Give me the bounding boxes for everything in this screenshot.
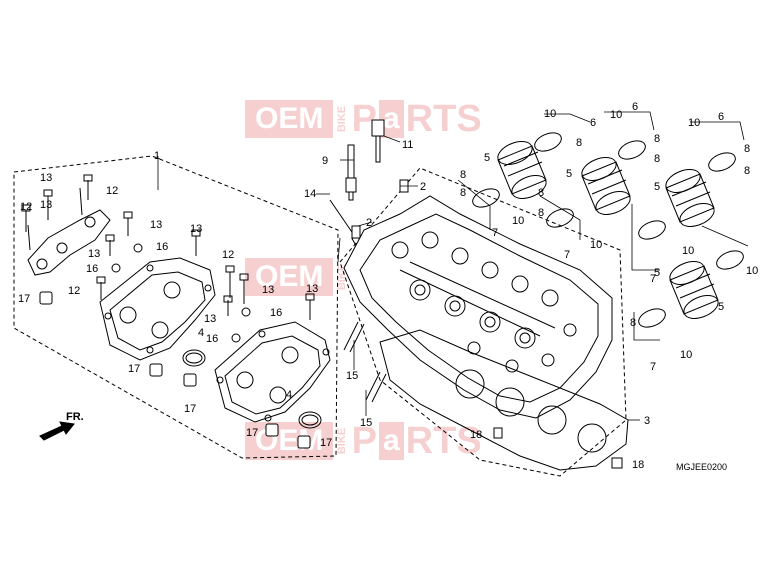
cylinder-head [343,195,613,419]
leader-lines [157,111,749,421]
label-13b: 13 [40,199,52,211]
callout-labels: 1 2 2 3 4 4 5 5 5 5 5 6 6 6 7 7 7 7 8 8 … [18,101,758,472]
label-17b: 17 [128,363,140,375]
label-8i: 8 [538,207,544,219]
label-7b: 7 [564,249,570,261]
dowel-18a [493,427,503,439]
label-5e: 5 [718,301,724,313]
label-16a: 16 [156,241,168,253]
front-arrow-icon [39,421,75,441]
label-12c: 12 [68,285,80,297]
spark-plug [345,144,357,201]
insulator-4 [669,261,719,319]
label-17c: 17 [184,403,196,415]
label-6c: 6 [718,111,724,123]
label-13g: 13 [204,313,216,325]
breather-bracket [27,187,111,276]
label-13h: 13 [306,283,318,295]
label-8e: 8 [744,165,750,177]
label-12b: 12 [20,201,32,213]
insulator-1 [497,141,547,199]
label-10a: 10 [544,108,556,120]
o-ring-4a [182,349,206,367]
label-12d: 12 [222,249,234,261]
diagram-reference-code: MGJEE0200 [676,462,727,472]
label-8h: 8 [538,187,544,199]
label-7c: 7 [650,273,656,285]
label-16d: 16 [206,333,218,345]
label-13c: 13 [150,219,162,231]
label-5b: 5 [566,168,572,180]
label-17a: 17 [18,293,30,305]
label-6a: 6 [590,117,596,129]
label-8a: 8 [576,137,582,149]
label-14: 14 [304,188,316,200]
label-18a: 18 [470,429,482,441]
label-15a: 15 [346,370,358,382]
label-8f: 8 [460,169,466,181]
label-13d: 13 [88,248,100,260]
label-10b: 10 [610,109,622,121]
label-10g: 10 [746,265,758,277]
label-2a: 2 [420,181,426,193]
label-12a: 12 [106,185,118,197]
head-cover-lower [214,321,331,423]
insulator-2 [581,157,631,215]
label-11: 11 [402,139,413,151]
label-4a: 4 [198,327,204,339]
bolts-12-13 [21,174,315,343]
label-7d: 7 [650,361,656,373]
label-10c: 10 [688,117,700,129]
label-8c: 8 [654,153,660,165]
label-5c: 5 [654,181,660,193]
label-2b: 2 [366,217,372,229]
label-15b: 15 [360,417,372,429]
label-16c: 16 [270,307,282,319]
dowel-17 [39,291,311,449]
head-group-outline [339,167,627,477]
o-ring-4b [298,411,322,429]
label-8b: 8 [654,133,660,145]
head-gasket [379,329,629,471]
label-3: 3 [644,415,650,427]
label-10f: 10 [682,245,694,257]
label-7a: 7 [492,227,498,239]
head-cover-upper [99,257,216,361]
label-9: 9 [322,155,328,167]
label-8d: 8 [744,143,750,155]
studs-15 [343,321,387,403]
dowel-18b [611,457,623,469]
front-direction-label: FR. [66,411,84,423]
label-17d: 17 [246,427,258,439]
label-17e: 17 [320,437,332,449]
label-8g: 8 [460,187,466,199]
label-10e: 10 [590,239,602,251]
label-5d: 5 [654,267,660,279]
label-13a: 13 [40,172,52,184]
label-1: 1 [154,150,160,162]
label-8j: 8 [630,317,636,329]
label-10h: 10 [680,349,692,361]
label-10d: 10 [512,215,524,227]
bolt-11 [371,119,385,163]
insulator-3 [665,169,715,227]
label-13f: 13 [262,284,274,296]
label-4b: 4 [286,389,292,401]
label-18b: 18 [632,459,644,471]
label-13e: 13 [190,223,202,235]
label-6b: 6 [632,101,638,113]
label-16b: 16 [86,263,98,275]
label-5a: 5 [484,152,490,164]
